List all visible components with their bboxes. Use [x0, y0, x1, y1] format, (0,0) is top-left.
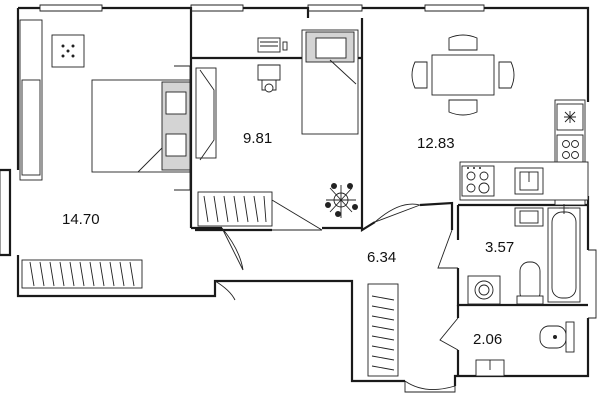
doors — [214, 199, 459, 390]
interior-walls — [189, 18, 588, 376]
room-area-hall: 6.34 — [367, 249, 396, 266]
dining-table — [431, 54, 495, 96]
room-area-bedroom: 9.81 — [243, 130, 272, 147]
room-area-living: 14.70 — [62, 211, 100, 228]
wardrobe-bedroom — [195, 67, 217, 159]
chair-left — [411, 61, 428, 89]
room-area-bathroom: 3.57 — [485, 239, 514, 256]
outer-walls — [0, 4, 597, 393]
laptop-icon — [257, 37, 281, 53]
plant-icon — [325, 183, 358, 218]
radiator-living — [21, 259, 143, 289]
bathroom-fixtures — [467, 204, 581, 305]
chair-bottom — [448, 99, 478, 116]
hall-wardrobe — [367, 283, 399, 377]
living-furniture — [19, 19, 217, 289]
chair-right — [498, 61, 515, 89]
kitchen-furniture — [411, 34, 589, 206]
room-area-wc: 2.06 — [473, 331, 502, 348]
bedroom-furniture — [197, 29, 359, 227]
wc-fixtures — [475, 321, 575, 377]
radiator-bedroom — [197, 191, 273, 227]
chair-top — [448, 34, 478, 51]
cooktop — [556, 134, 584, 166]
room-area-kitchen: 12.83 — [417, 135, 455, 152]
stove-icon — [461, 165, 495, 197]
